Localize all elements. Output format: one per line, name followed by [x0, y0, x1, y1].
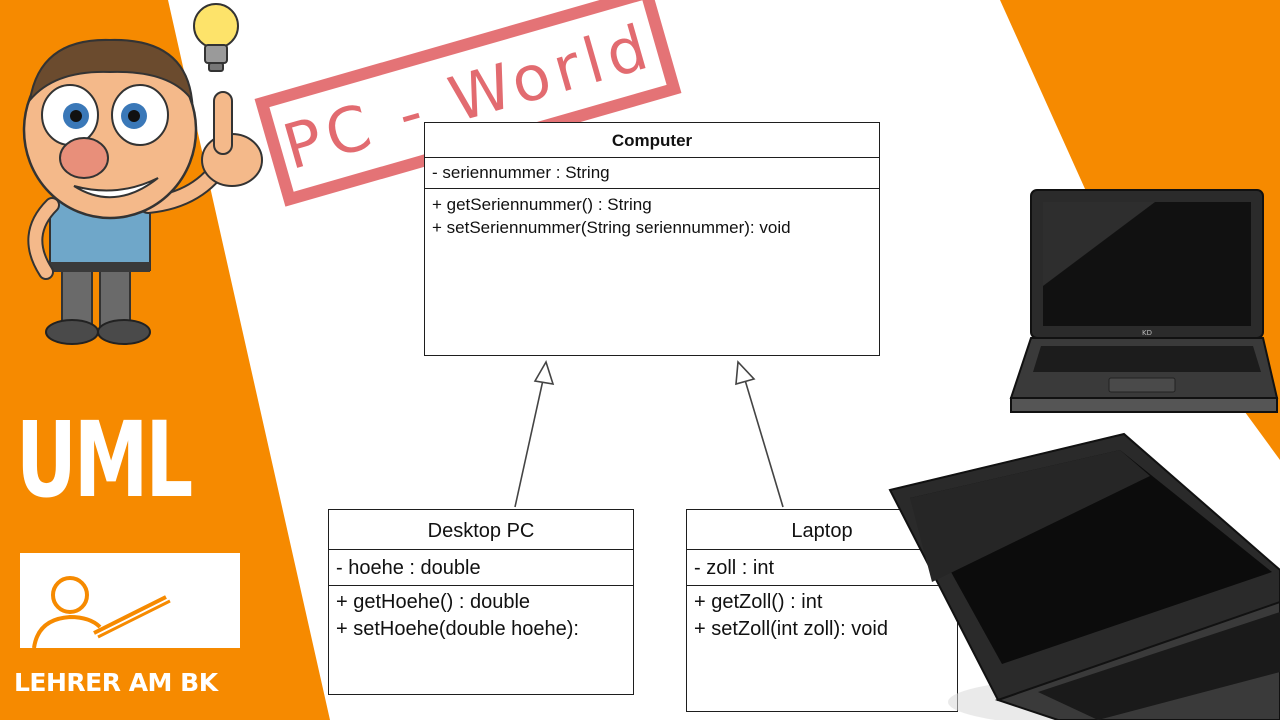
method: + getZoll() : int [694, 591, 823, 613]
class-attributes: - seriennummer : String [425, 158, 879, 189]
class-attributes: - zoll : int [687, 550, 957, 586]
attribute: - zoll : int [694, 557, 775, 579]
class-methods: + getSeriennummer() : String + setSerien… [425, 189, 879, 239]
class-box-computer: Computer - seriennummer : String + getSe… [424, 122, 880, 356]
class-name: Desktop PC [329, 510, 633, 550]
method: + setSeriennummer(String seriennummer): … [432, 218, 791, 237]
method: + getHoehe() : double [336, 591, 531, 613]
attribute: - hoehe : double [336, 557, 481, 579]
method: + getSeriennummer() : String [432, 195, 652, 214]
class-box-laptop: Laptop - zoll : int + getZoll() : int + … [686, 509, 958, 712]
desktop-to-computer-arrow [514, 360, 555, 508]
light-bulb-icon [193, 3, 239, 72]
class-methods: + getZoll() : int + setZoll(int zoll): v… [687, 586, 957, 643]
teacher-pointer-logo-icon [32, 576, 171, 649]
logo-box [20, 553, 240, 649]
logo-text: LEHRER AM BK [14, 668, 218, 697]
class-name: Computer [425, 123, 879, 158]
uml-title: UML [16, 399, 193, 521]
laptop-to-computer-arrow [735, 360, 784, 508]
class-name: Laptop [687, 510, 957, 550]
laptop-small-brand: KD [1142, 329, 1152, 337]
method: + setZoll(int zoll): void [694, 618, 888, 640]
teacher-mascot [22, 3, 263, 345]
class-methods: + getHoehe() : double + setHoehe(double … [329, 586, 633, 643]
class-box-desktop-pc: Desktop PC - hoehe : double + getHoehe()… [328, 509, 634, 695]
laptop-icon: KD [1009, 189, 1279, 413]
method: + setHoehe(double hoehe): [336, 618, 579, 640]
laptop-large-icon [888, 432, 1280, 720]
attribute: - seriennummer : String [432, 163, 610, 182]
class-attributes: - hoehe : double [329, 550, 633, 586]
